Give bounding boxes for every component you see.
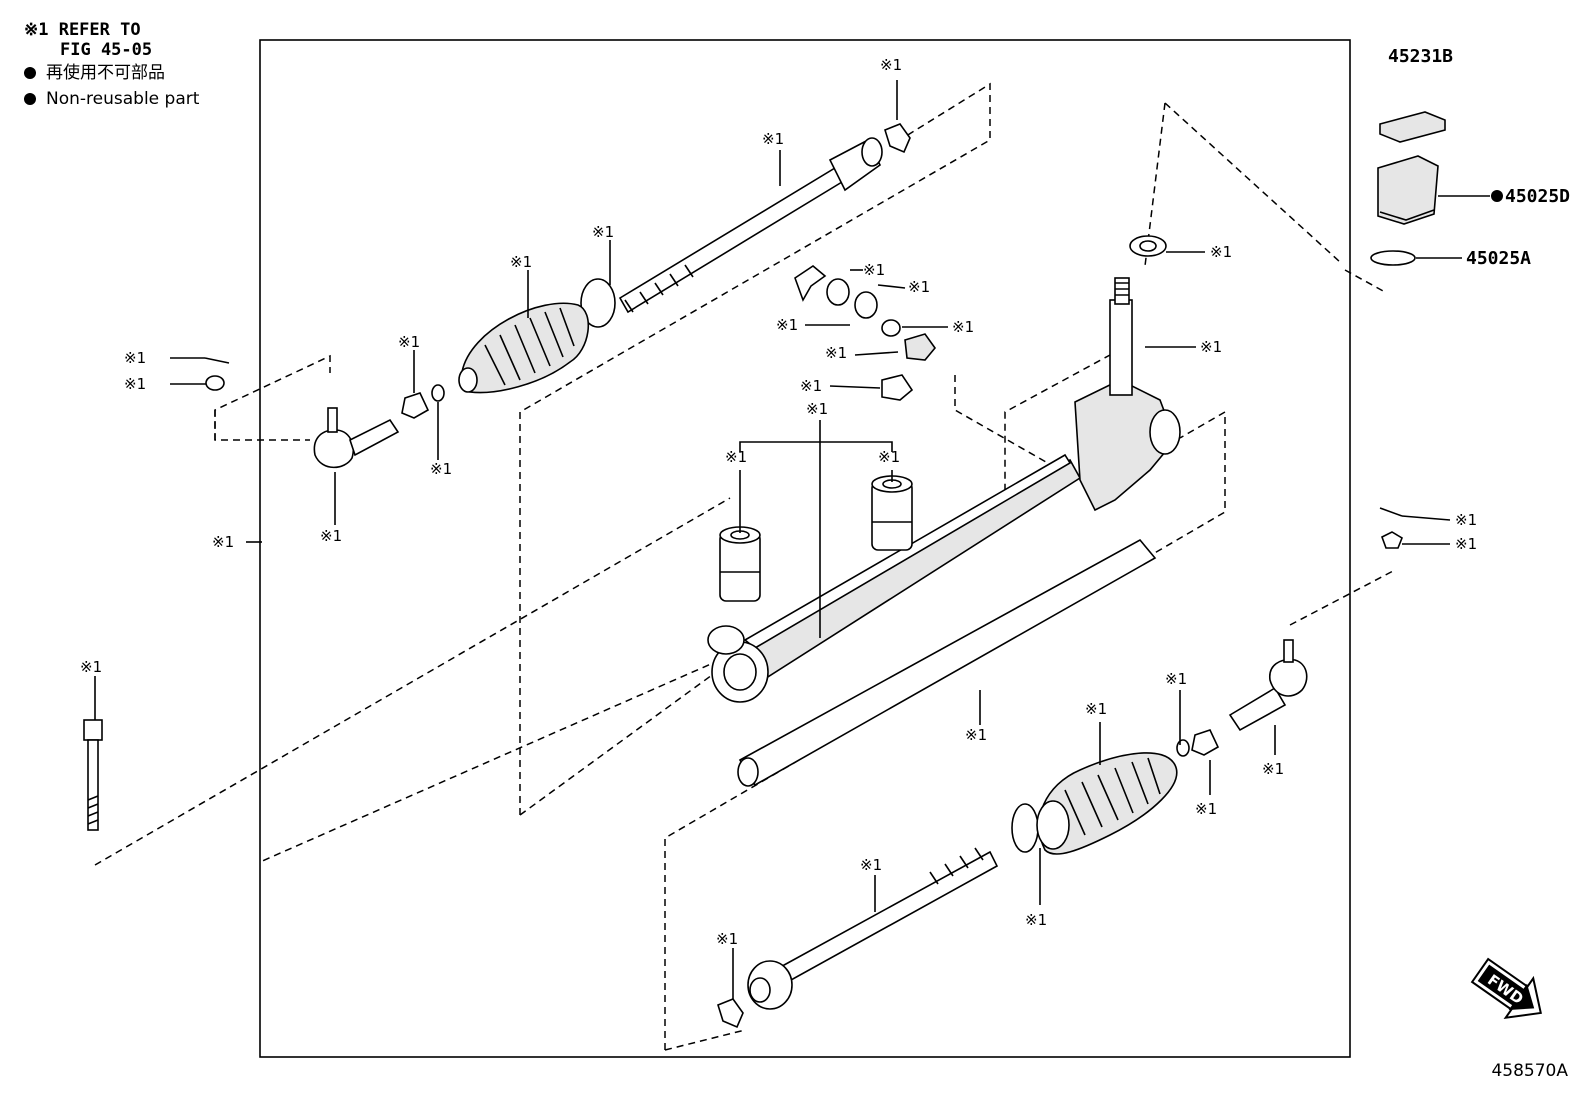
ref-label: ※1 [806, 400, 828, 418]
upper-lock-nut [401, 392, 430, 419]
ref-label: ※1 [592, 223, 614, 241]
legend-refer-line1: ※1 REFER TO [24, 20, 141, 40]
steering-gear-housing [707, 277, 1181, 703]
ref-label: ※1 [762, 130, 784, 148]
part-number-45231B: 45231B [1388, 46, 1453, 67]
ref-label: ※1 [725, 448, 747, 466]
upper-claw-washer [884, 123, 911, 154]
housing-bushing-right [871, 475, 913, 551]
legend-nonreusable-jp-text: 再使用不可部品 [46, 63, 165, 83]
part-45231B-seal-ring [1379, 111, 1446, 143]
ref-label: ※1 [124, 349, 146, 367]
ref-label: ※1 [1085, 700, 1107, 718]
ref-label: ※1 [510, 253, 532, 271]
ref-label: ※1 [880, 56, 902, 74]
ref-label: ※1 [1195, 800, 1217, 818]
ref-label: ※1 [952, 318, 974, 336]
nonreusable-dot-icon [24, 93, 36, 105]
ref-label: ※1 [1165, 670, 1187, 688]
upper-tie-rod-end [313, 407, 400, 469]
ref-label: ※1 [1455, 535, 1477, 553]
nonreusable-dot-icon [1491, 190, 1503, 202]
upper-boot-clamp [580, 278, 616, 328]
ref-label: ※1 [398, 333, 420, 351]
lower-tie-rod-end [1228, 639, 1308, 732]
lower-steering-rack-boot [1036, 752, 1178, 855]
mounting-bolt [83, 719, 103, 831]
lower-inner-tie-rod [747, 847, 999, 1010]
ref-label: ※1 [1210, 243, 1232, 261]
lower-clip [1176, 739, 1190, 757]
lower-lock-nut [1191, 729, 1220, 756]
upper-inner-tie-rod [618, 137, 883, 314]
ref-label: ※1 [124, 375, 146, 393]
ref-label: ※1 [1262, 760, 1284, 778]
ref-label: ※1 [1025, 911, 1047, 929]
part-number-45025A: 45025A [1466, 248, 1531, 269]
reference-labels: ※1 ※1 ※1 ※1 ※1 ※1 ※1 ※1 ※1 ※1 ※1 ※1 ※1 ※… [80, 56, 1477, 948]
ref-label: ※1 [878, 448, 900, 466]
ref-label: ※1 [860, 856, 882, 874]
part-45025A-o-ring [1370, 250, 1416, 266]
ref-label: ※1 [1200, 338, 1222, 356]
ref-label: ※1 [716, 930, 738, 948]
legend-nonreusable-en-text: Non-reusable part [46, 89, 200, 109]
ref-label: ※1 [965, 726, 987, 744]
ref-label: ※1 [776, 316, 798, 334]
leader-lines [94, 80, 1490, 1000]
ref-label: ※1 [320, 527, 342, 545]
legend-nonreusable-en: Non-reusable part [24, 86, 199, 112]
lower-boot-clamp [1011, 803, 1039, 853]
upper-clip [431, 384, 445, 402]
legend-nonreusable-jp: 再使用不可部品 [24, 60, 199, 86]
ref-label: ※1 [430, 460, 452, 478]
upper-cotter-pin-and-nut [204, 357, 230, 391]
ref-label: ※1 [908, 278, 930, 296]
ref-label: ※1 [1455, 511, 1477, 529]
upper-steering-rack-boot [458, 302, 590, 394]
ref-label: ※1 [800, 377, 822, 395]
legend-refer-line2: FIG 45-05 [60, 40, 153, 60]
ref-label: ※1 [80, 658, 102, 676]
diagram-frame [259, 39, 1351, 1058]
fwd-arrow-icon: FWD [1470, 957, 1542, 1019]
figure-code: 458570A [1491, 1061, 1568, 1081]
ref-label: ※1 [863, 261, 885, 279]
part-number-45025D: 45025D [1505, 186, 1570, 207]
part-45025D-cover [1377, 155, 1439, 225]
bushing-group-bracket [739, 441, 893, 452]
lower-cotter-pin-and-nut [1379, 507, 1403, 549]
pinion-dust-seal [1129, 235, 1167, 257]
nonreusable-dot-icon [24, 67, 36, 79]
legend: ※1 REFER TO FIG 45-05 再使用不可部品 Non-reusab… [24, 20, 199, 112]
rack-bar [737, 538, 1157, 787]
ref-label: ※1 [825, 344, 847, 362]
ref-label: ※1 [212, 533, 234, 551]
lower-claw-washer [717, 998, 744, 1029]
rack-guide-components [794, 265, 937, 401]
housing-bushing-left [719, 526, 761, 602]
